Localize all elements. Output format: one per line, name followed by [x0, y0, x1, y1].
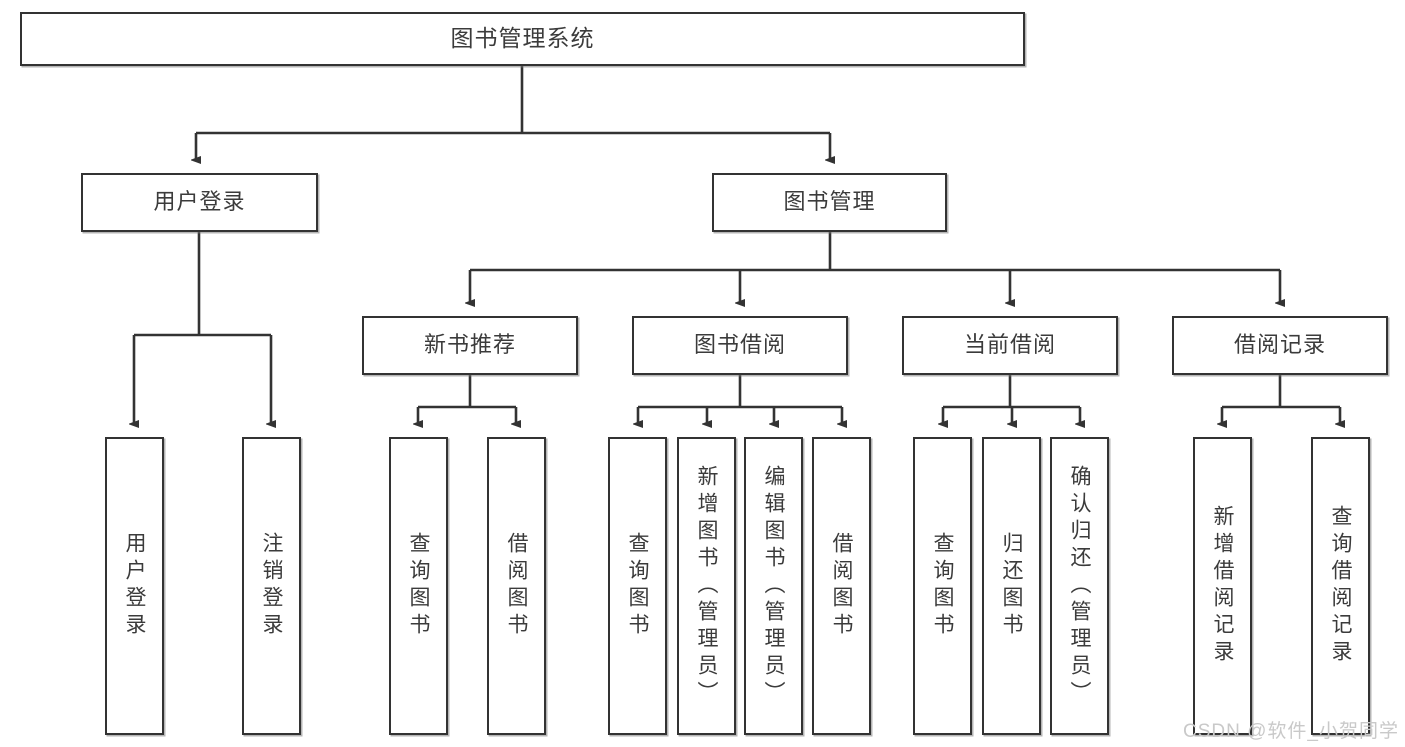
leaf-label: 查询图书 [931, 532, 954, 640]
leaf-label: 查询图书 [407, 532, 430, 640]
leaf-current-query-book[interactable]: 查询图书 [913, 437, 972, 735]
leaf-label: 查询图书 [626, 532, 649, 640]
leaf-label: 用户登录 [123, 532, 146, 640]
leaf-new-book-borrow[interactable]: 借阅图书 [487, 437, 546, 735]
node-current-borrow[interactable]: 当前借阅 [902, 316, 1118, 375]
node-borrow-record[interactable]: 借阅记录 [1172, 316, 1388, 375]
leaf-label: 新增图书（管理员） [695, 464, 718, 708]
leaf-label: 借阅图书 [505, 532, 528, 640]
leaf-label: 注销登录 [260, 532, 283, 640]
leaf-borrow-query-book[interactable]: 查询图书 [608, 437, 667, 735]
node-new-book-recommend[interactable]: 新书推荐 [362, 316, 578, 375]
leaf-current-confirm-return-admin[interactable]: 确认归还（管理员） [1050, 437, 1109, 735]
leaf-label: 借阅图书 [830, 532, 853, 640]
node-user-login[interactable]: 用户登录 [81, 173, 318, 232]
leaf-new-book-query[interactable]: 查询图书 [389, 437, 448, 735]
leaf-record-query-record[interactable]: 查询借阅记录 [1311, 437, 1370, 735]
leaf-label: 新增借阅记录 [1211, 505, 1234, 667]
leaf-borrow-edit-book-admin[interactable]: 编辑图书（管理员） [744, 437, 803, 735]
node-root-system[interactable]: 图书管理系统 [20, 12, 1025, 66]
leaf-borrow-add-book-admin[interactable]: 新增图书（管理员） [677, 437, 736, 735]
leaf-borrow-borrow-book[interactable]: 借阅图书 [812, 437, 871, 735]
leaf-record-add-record[interactable]: 新增借阅记录 [1193, 437, 1252, 735]
node-book-borrow[interactable]: 图书借阅 [632, 316, 848, 375]
leaf-label: 归还图书 [1000, 532, 1023, 640]
leaf-user-login-login[interactable]: 用户登录 [105, 437, 164, 735]
leaf-current-return-book[interactable]: 归还图书 [982, 437, 1041, 735]
leaf-label: 编辑图书（管理员） [762, 464, 785, 708]
leaf-label: 查询借阅记录 [1329, 505, 1352, 667]
watermark-text: CSDN @软件_小贺同学 [1183, 721, 1399, 742]
node-book-management[interactable]: 图书管理 [712, 173, 947, 232]
leaf-user-login-logout[interactable]: 注销登录 [242, 437, 301, 735]
leaf-label: 确认归还（管理员） [1068, 464, 1091, 708]
